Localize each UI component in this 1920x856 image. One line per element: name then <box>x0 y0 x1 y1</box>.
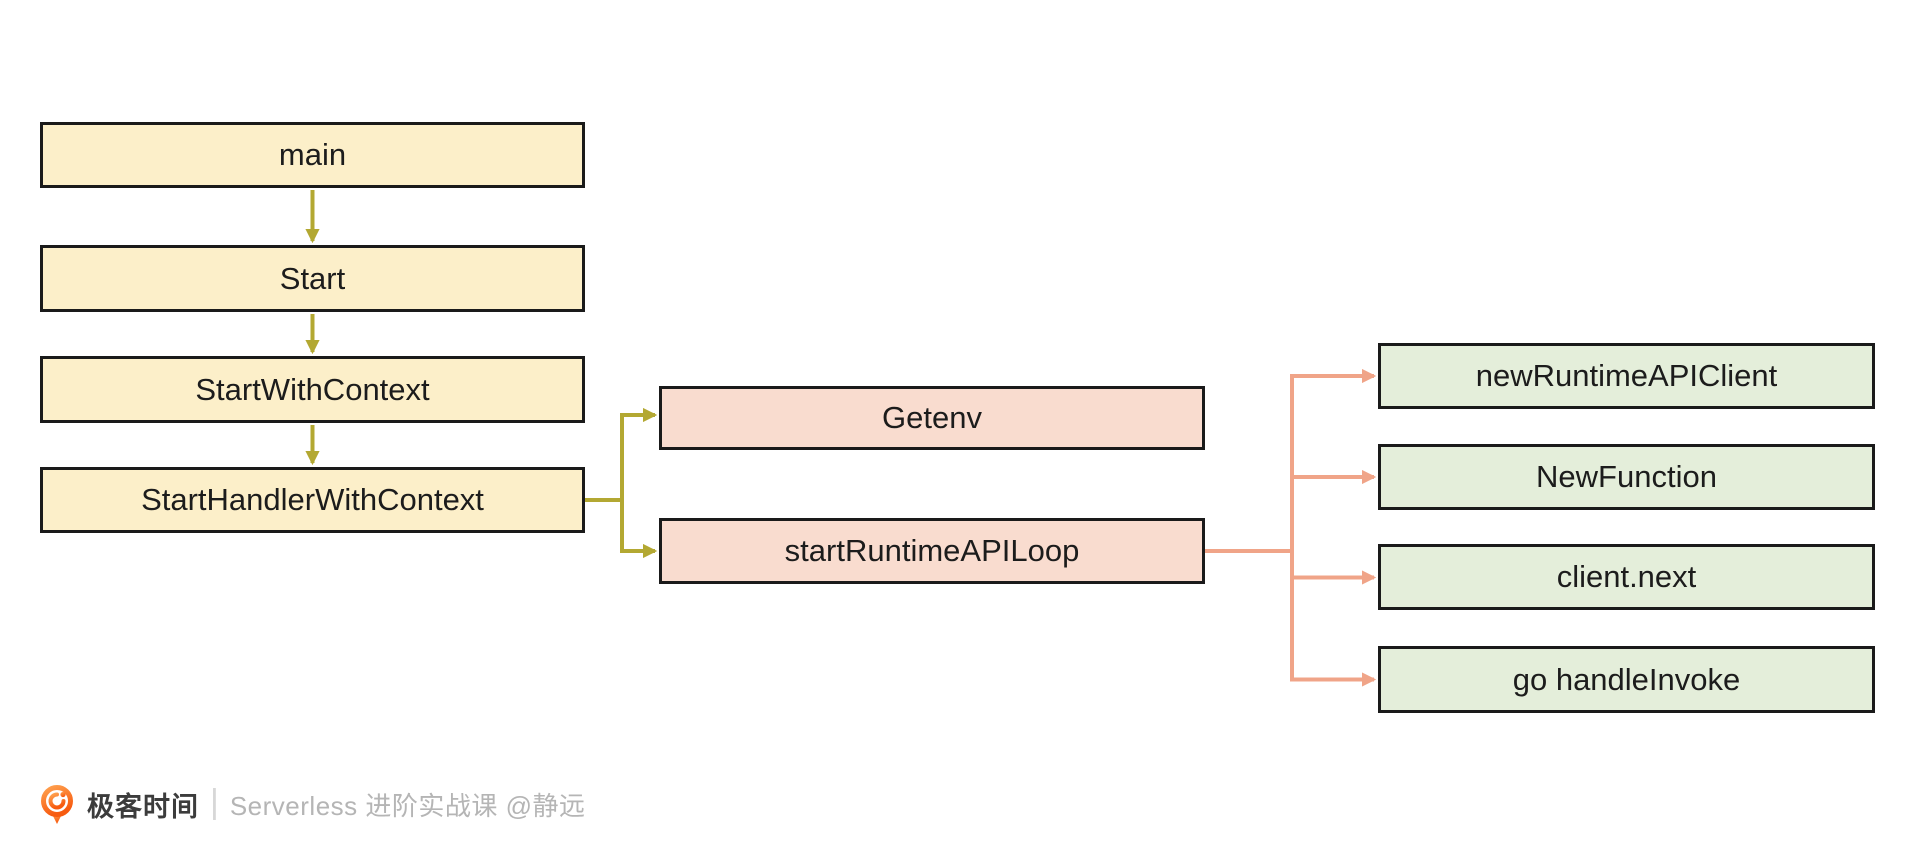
node-startwithcontext: StartWithContext <box>40 356 585 423</box>
node-starthandlerwithcontext: StartHandlerWithContext <box>40 467 585 533</box>
node-start: Start <box>40 245 585 312</box>
edge-loop-to-gohandleinvoke <box>1290 551 1377 687</box>
edge-starthandler-to-getenv <box>585 407 658 502</box>
node-main: main <box>40 122 585 188</box>
footer-caption: Serverless 进阶实战课 @静远 <box>229 790 586 821</box>
node-newruntimeapiclient: newRuntimeAPIClient <box>1378 343 1875 409</box>
node-startruntimeapiloop: startRuntimeAPILoop <box>659 518 1205 584</box>
footer: 极客时间 | Serverless 进阶实战课 @静远 <box>38 780 586 828</box>
geektime-logo-icon <box>41 785 73 824</box>
node-gohandleinvoke: go handleInvoke <box>1378 646 1875 713</box>
edge-loop-to-newruntimeapiclient <box>1205 368 1377 553</box>
node-clientnext: client.next <box>1378 544 1875 610</box>
footer-separator: | <box>210 782 219 821</box>
edge-starthandler-to-startruntimeapiloop <box>620 500 658 559</box>
footer-brand: 极客时间 <box>87 791 199 822</box>
node-newfunction: NewFunction <box>1378 444 1875 510</box>
node-getenv: Getenv <box>659 386 1205 450</box>
